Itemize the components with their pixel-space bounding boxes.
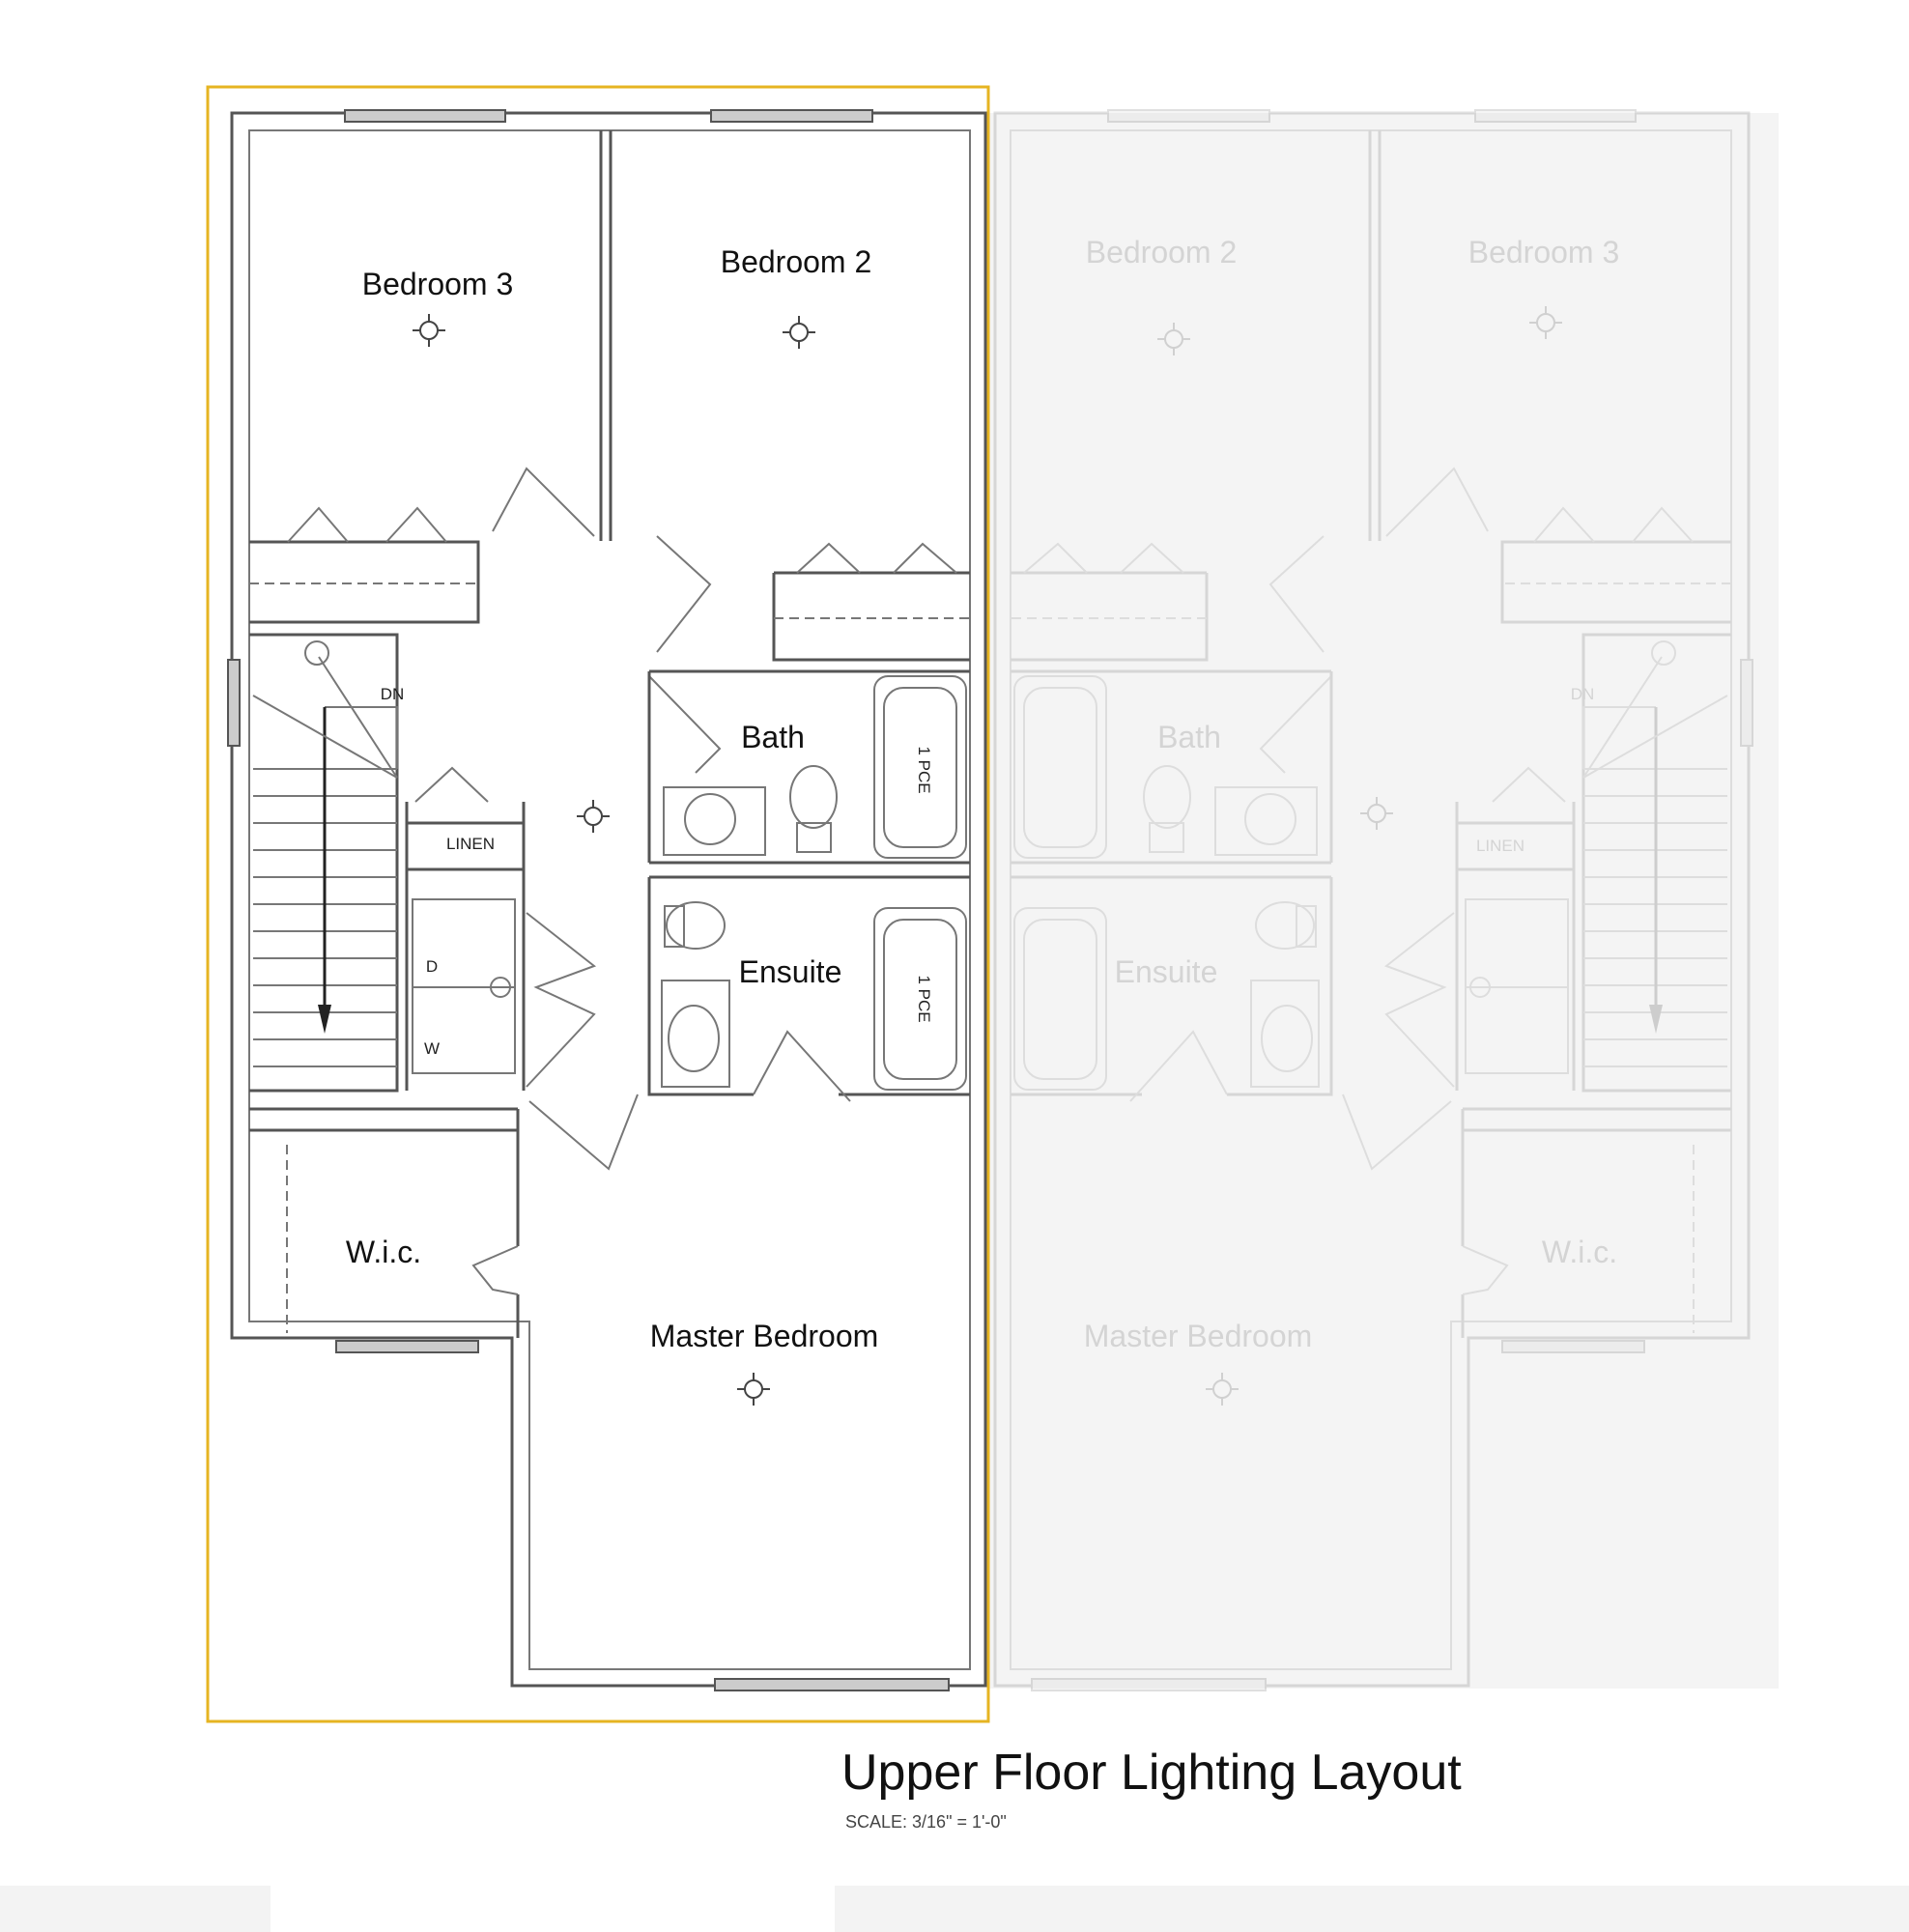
dryer-label: D	[426, 957, 438, 976]
ghost-room-label-bath: Bath	[1157, 720, 1221, 754]
ghost-linen-label: LINEN	[1476, 837, 1524, 855]
room-label-bath: Bath	[741, 720, 805, 754]
room-label-bedroom2: Bedroom 2	[721, 244, 872, 279]
room-label-bedroom3: Bedroom 3	[362, 267, 514, 301]
ghost-room-label-master-bedroom: Master Bedroom	[1084, 1319, 1313, 1353]
drawing-title: Upper Floor Lighting Layout	[841, 1745, 1462, 1801]
washer-label: W	[424, 1039, 440, 1058]
stair-down-label: DN	[381, 685, 405, 703]
drawing-scale: SCALE: 3/16" = 1'-0"	[845, 1812, 1007, 1832]
bottom-band-right	[835, 1886, 1909, 1932]
mirrored-unit-background	[988, 113, 1779, 1689]
unit-highlight-frame[interactable]	[206, 85, 990, 1723]
bottom-band-left	[0, 1886, 271, 1932]
ghost-stair-down-label: DN	[1571, 685, 1595, 703]
ghost-room-label-ensuite: Ensuite	[1115, 954, 1218, 989]
room-label-wic: W.i.c.	[346, 1235, 421, 1269]
room-label-ensuite: Ensuite	[739, 954, 842, 989]
room-label-master-bedroom: Master Bedroom	[650, 1319, 879, 1353]
tub-label: 1 PCE	[915, 975, 933, 1022]
ghost-room-label-bedroom3: Bedroom 3	[1468, 235, 1620, 270]
ghost-room-label-wic: W.i.c.	[1542, 1235, 1617, 1269]
ghost-room-label-bedroom2: Bedroom 2	[1086, 235, 1238, 270]
tub-label: 1 PCE	[915, 746, 933, 793]
linen-label: LINEN	[446, 835, 495, 853]
